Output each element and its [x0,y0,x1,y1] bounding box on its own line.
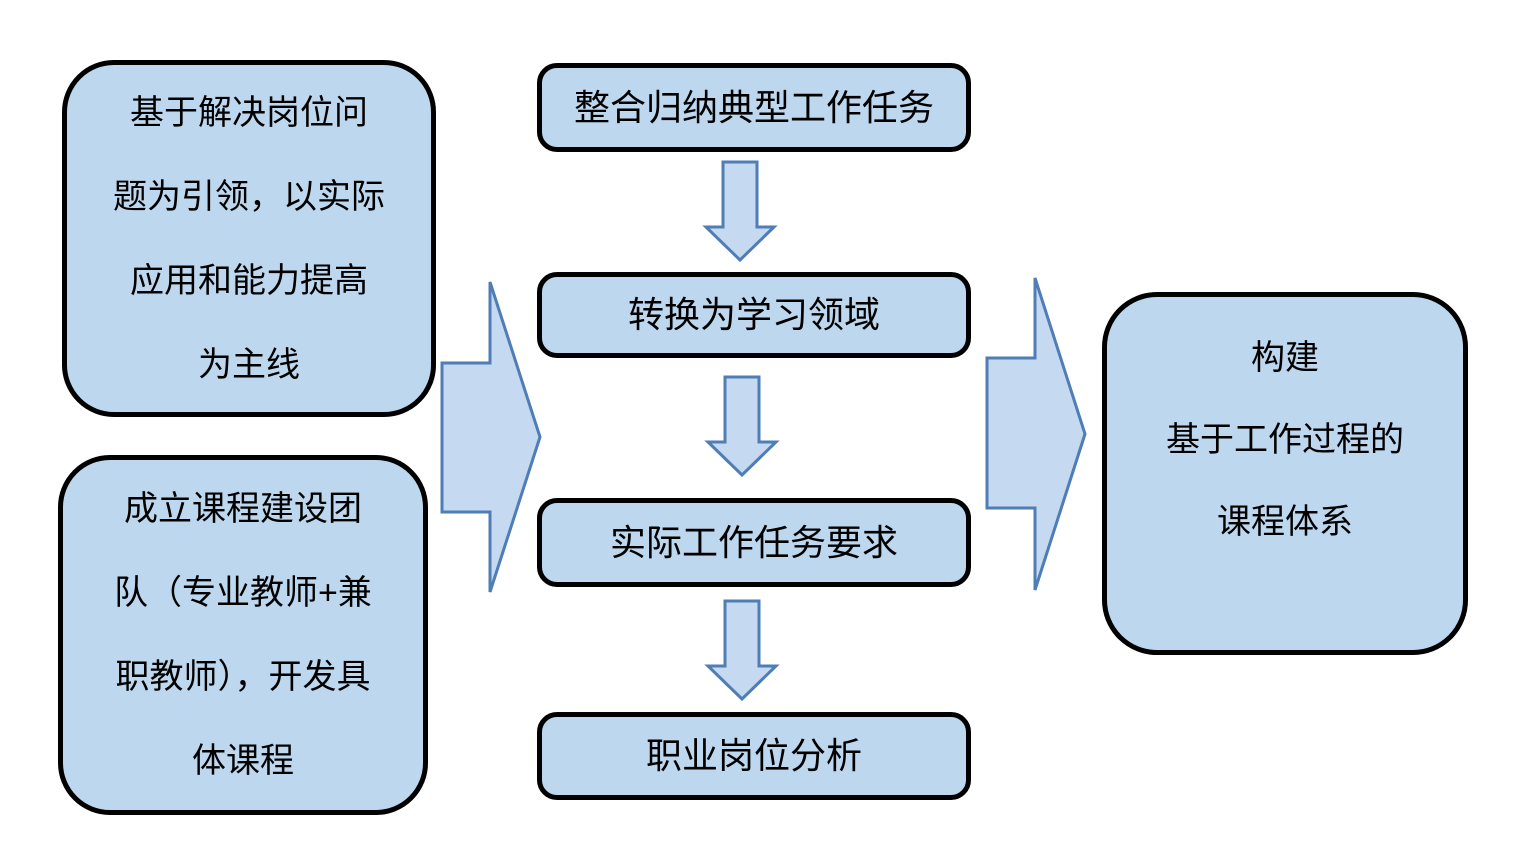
node-integrate-typical-tasks: 整合归纳典型工作任务 [537,63,971,152]
node-label: 实际工作任务要求 [609,521,898,563]
node-label: 整合归纳典型工作任务 [573,86,934,128]
node-text-line: 基于工作过程的 [1166,421,1404,459]
node-text-line: 应用和能力提高 [130,261,368,300]
node-text-line: 职教师），开发具 [115,658,371,696]
node-text-line: 构建 [1251,339,1319,377]
node-text-line: 基于解决岗位问 [130,93,368,132]
down-arrow-2-icon [704,375,780,478]
right-arrow-left-to-process-icon [440,281,542,593]
down-arrow-3-icon [704,599,780,702]
node-text-line: 为主线 [198,345,300,384]
node-actual-task-requirements: 实际工作任务要求 [537,498,971,587]
node-convert-to-learning-domains: 转换为学习领域 [537,272,971,358]
node-text-line: 成立课程建设团 [124,490,362,528]
right-arrow-process-to-result-icon [985,277,1087,591]
node-text-line: 题为引领，以实际 [113,177,385,216]
node-label: 职业岗位分析 [645,735,862,777]
node-label: 转换为学习领域 [627,294,880,336]
node-guiding-principle: 基于解决岗位问 题为引领，以实际 应用和能力提高 为主线 [62,60,436,417]
node-curriculum-system-result: 构建 基于工作过程的 课程体系 [1102,292,1468,655]
node-text-line: 课程体系 [1217,503,1353,541]
node-text-line: 队（专业教师+兼 [114,574,372,612]
down-arrow-1-icon [702,160,778,263]
node-text-line: 体课程 [192,742,294,780]
node-course-team: 成立课程建设团 队（专业教师+兼 职教师），开发具 体课程 [58,455,428,815]
node-job-position-analysis: 职业岗位分析 [537,712,971,800]
